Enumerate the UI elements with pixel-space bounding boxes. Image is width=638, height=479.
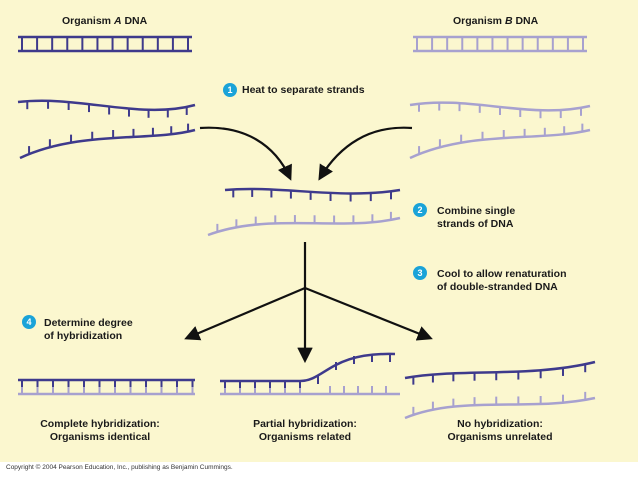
diagram-panel xyxy=(0,0,638,462)
step-3-text-line-1: Cool to allow renaturation xyxy=(437,268,567,280)
strand-a-backbone xyxy=(220,352,396,383)
step-3-text-line-2: of double-stranded DNA xyxy=(437,281,558,293)
organism-a-label: Organism A DNA xyxy=(62,15,148,27)
step-4-text-line-2: of hybridization xyxy=(44,330,123,342)
outcome-none-line-2: Organisms unrelated xyxy=(447,431,553,443)
outcome-complete-line-2: Organisms identical xyxy=(49,431,151,443)
outcome-partial-line-2: Organisms related xyxy=(258,431,352,443)
combined-strand-b xyxy=(207,211,401,237)
strand-backbone xyxy=(19,128,196,160)
strand-backbone xyxy=(17,99,196,112)
strand-backbone xyxy=(409,128,591,160)
step-2-text-line-1: Combine single xyxy=(437,205,516,217)
organism-a-strand-top xyxy=(17,99,196,118)
organism-a-strand-bottom xyxy=(19,123,196,160)
copyright-notice: Copyright © 2004 Pearson Education, Inc.… xyxy=(6,464,233,471)
unhybridized-strand-b xyxy=(404,391,596,420)
organism-b-strand-bottom xyxy=(409,123,591,160)
step-3-badge: 3 xyxy=(413,266,427,280)
organism-a-dna xyxy=(18,35,192,53)
unhybridized-strand-a xyxy=(404,360,596,385)
step-2-badge: 2 xyxy=(413,203,427,217)
arrow-a-to-combine xyxy=(199,126,292,181)
outcome-none-line-1: No hybridization: xyxy=(457,418,543,430)
step-4-badge: 4 xyxy=(22,315,36,329)
combined-strand-a xyxy=(224,187,401,202)
step-2-text-line-2: strands of DNA xyxy=(437,218,514,230)
arrow-to-none xyxy=(304,286,433,341)
complete-hybrid-dna xyxy=(18,378,195,396)
strand-backbone xyxy=(207,216,401,237)
strand-backbone xyxy=(404,396,596,420)
step-1-badge: 1 xyxy=(223,83,237,97)
outcome-complete-line-1: Complete hybridization: xyxy=(40,418,160,430)
organism-b-strand-top xyxy=(409,101,591,119)
organism-b-dna xyxy=(413,35,587,53)
outcome-partial-line-1: Partial hybridization: xyxy=(253,418,357,430)
arrow-to-complete xyxy=(184,286,306,341)
step-4-text-line-1: Determine degree xyxy=(44,317,133,329)
step-1-text: Heat to separate strands xyxy=(242,84,365,96)
partial-hybrid-dna xyxy=(220,352,400,396)
arrow-b-to-combine xyxy=(318,126,413,181)
organism-b-label: Organism B DNA xyxy=(453,15,539,27)
